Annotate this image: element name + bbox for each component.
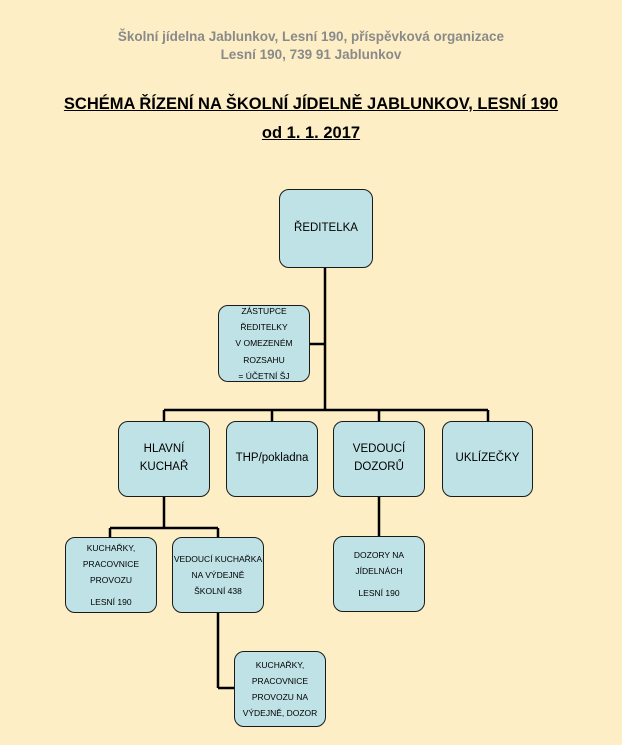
- node-cleaners-label: UKLÍZEČKY: [455, 452, 520, 465]
- node-supervisors-line1: VEDOUCÍ: [352, 443, 406, 456]
- node-cooks-line3: PROVOZU: [89, 575, 133, 585]
- node-deputy-line2: V OMEZENÉM: [235, 338, 293, 349]
- node-deputy-line4: = ÚČETNÍ ŠJ: [238, 370, 290, 381]
- node-outlet-staff-line3: PROVOZU NA: [251, 692, 309, 702]
- node-outlet-head-line1: VEDOUCÍ KUCHAŘKA: [173, 553, 263, 564]
- node-deputy-line3: ROZSAHU: [243, 354, 285, 365]
- node-outlet-staff-line2: PRACOVNICE: [251, 675, 309, 686]
- node-supervisors: VEDOUCÍ DOZORŮ: [333, 421, 425, 497]
- node-supervisors-line2: DOZORŮ: [354, 461, 404, 473]
- node-cooks-line1: KUCHAŘKY,: [86, 542, 136, 553]
- node-thp-label: THP/pokladna: [235, 452, 309, 465]
- node-cooks: KUCHAŘKY, PRACOVNICE PROVOZU LESNÍ 190: [65, 537, 157, 613]
- node-outlet-staff-line4: VÝDEJNĚ, DOZOR: [242, 708, 318, 719]
- node-cleaners: UKLÍZEČKY: [442, 421, 533, 497]
- diagram-title: SCHÉMA ŘÍZENÍ NA ŠKOLNÍ JÍDELNĚ JABLUNKO…: [63, 95, 559, 113]
- node-director-label: ŘEDITELKA: [294, 221, 358, 234]
- node-head-cook: HLAVNÍ KUCHAŘ: [118, 421, 210, 497]
- org-name: Školní jídelna Jablunkov, Lesní 190, pří…: [117, 29, 505, 44]
- node-dining-supervisors-line1: DOZORY NA JÍDELNÁCH: [353, 549, 405, 576]
- node-cooks-line4: LESNÍ 190: [90, 597, 132, 608]
- node-deputy: ZÁSTUPCE ŘEDITELKY V OMEZENÉM ROZSAHU = …: [218, 305, 310, 382]
- node-outlet-head: VEDOUCÍ KUCHAŘKA NA VÝDEJNĚ ŠKOLNÍ 438: [172, 537, 264, 613]
- node-director: ŘEDITELKA: [279, 189, 373, 268]
- node-dining-supervisors: DOZORY NA JÍDELNÁCH LESNÍ 190: [333, 536, 425, 612]
- diagram-date: od 1. 1. 2017: [261, 124, 361, 142]
- node-outlet-head-line3: ŠKOLNÍ 438: [194, 586, 242, 597]
- node-outlet-head-line2: NA VÝDEJNĚ: [191, 569, 245, 580]
- node-deputy-line1: ZÁSTUPCE ŘEDITELKY: [240, 306, 288, 333]
- org-address: Lesní 190, 739 91 Jablunkov: [220, 47, 402, 62]
- node-dining-supervisors-line2: LESNÍ 190: [358, 588, 400, 599]
- node-head-cook-line1: HLAVNÍ: [143, 443, 185, 456]
- node-thp: THP/pokladna: [226, 421, 318, 497]
- node-head-cook-line2: KUCHAŘ: [139, 461, 189, 473]
- node-outlet-staff: KUCHAŘKY, PRACOVNICE PROVOZU NA VÝDEJNĚ,…: [234, 651, 326, 727]
- node-cooks-line2: PRACOVNICE: [82, 558, 140, 569]
- node-outlet-staff-line1: KUCHAŘKY,: [255, 659, 305, 670]
